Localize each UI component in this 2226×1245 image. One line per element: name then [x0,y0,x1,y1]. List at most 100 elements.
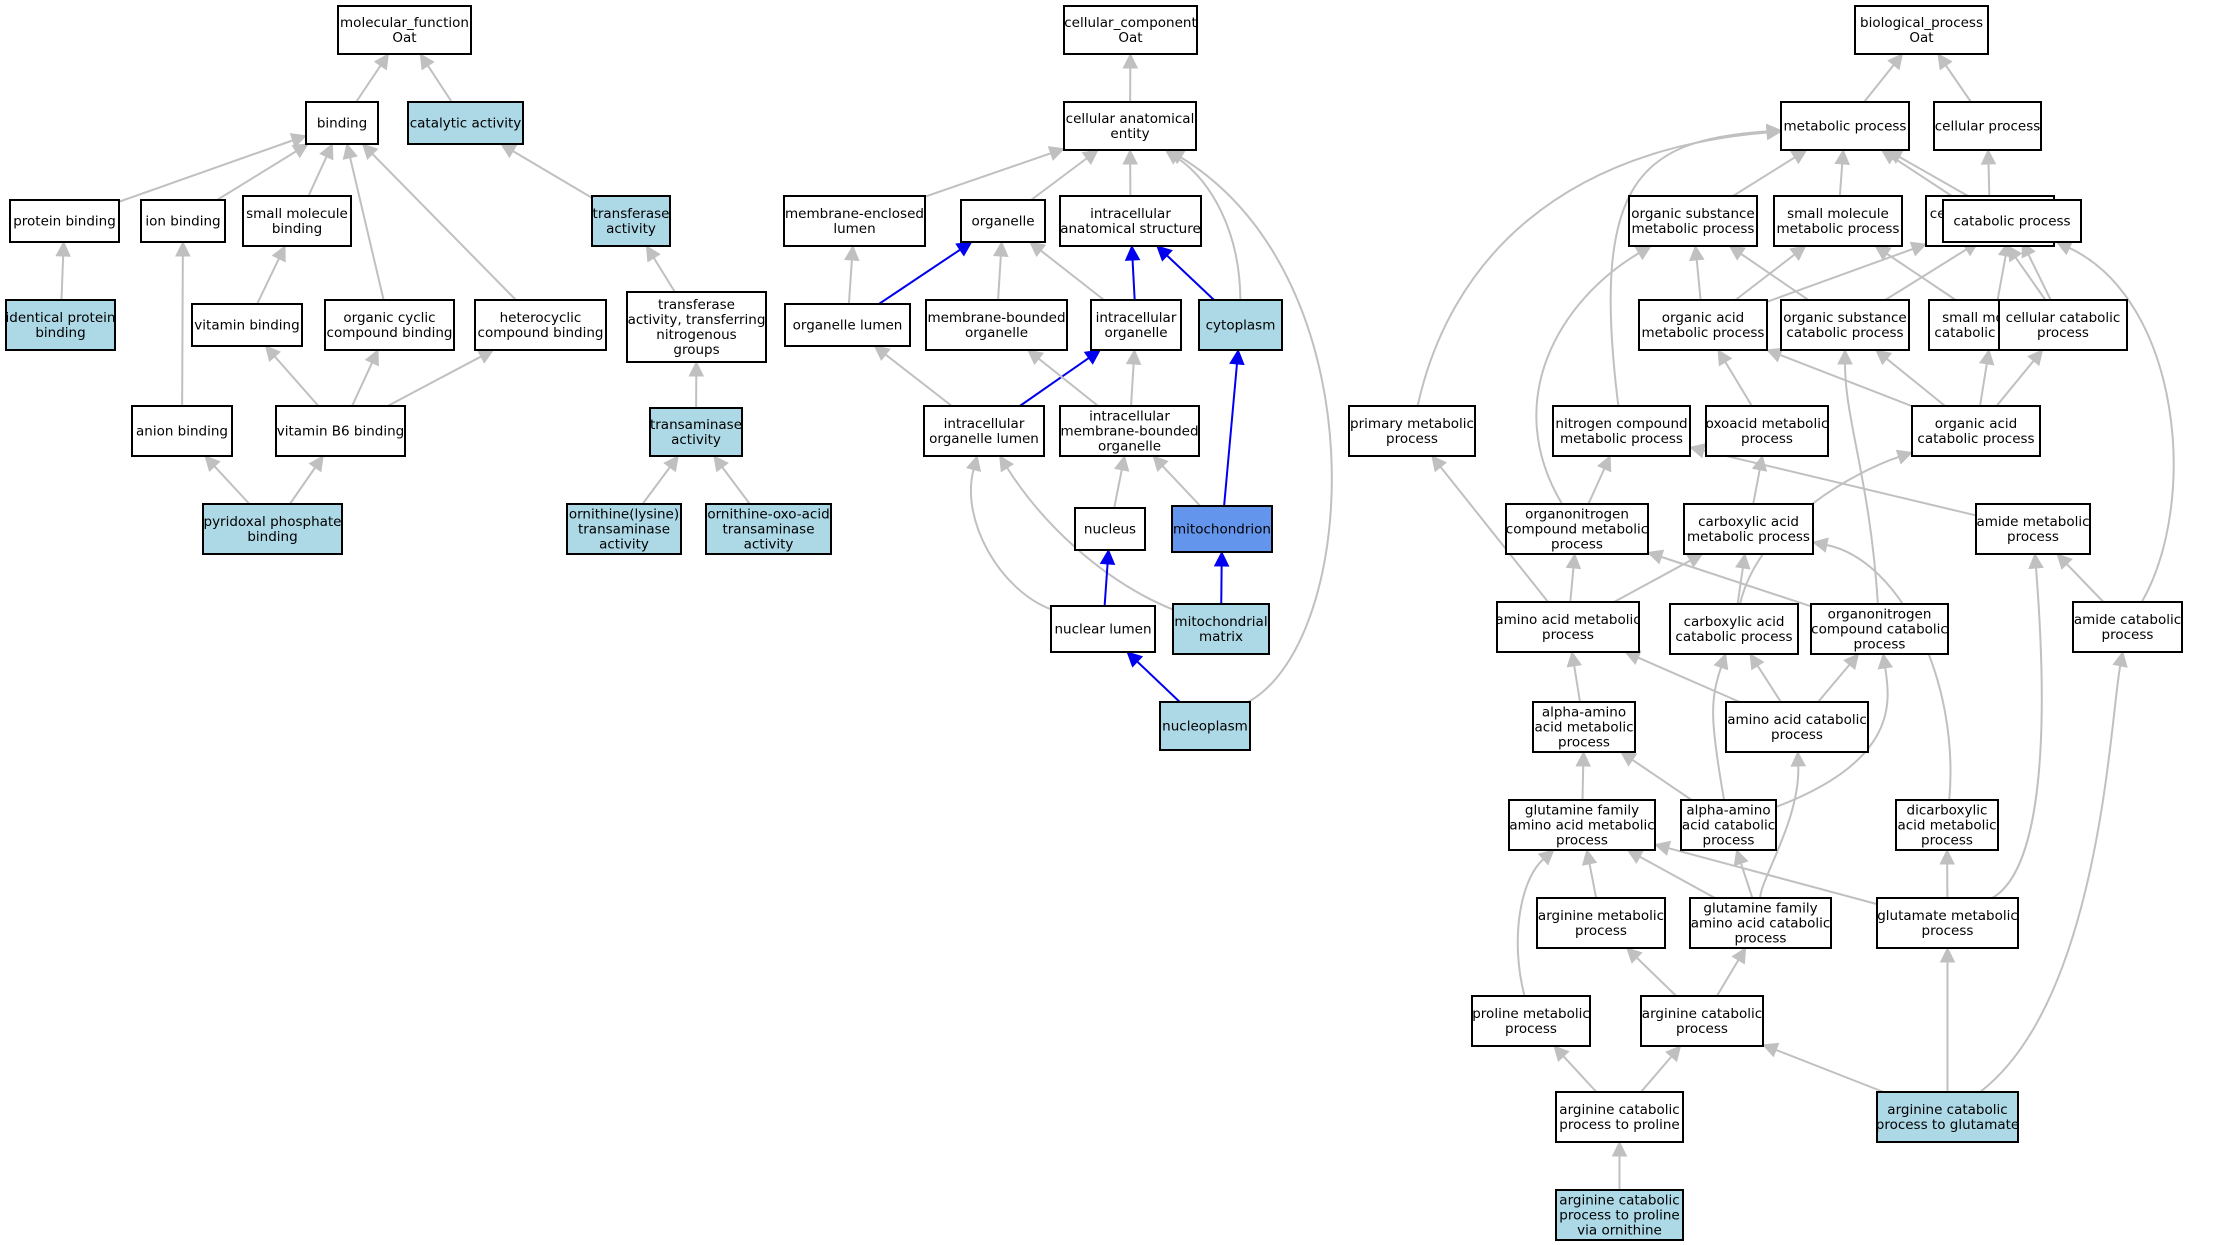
node-box [1810,603,1949,655]
edge-line [1569,567,1575,603]
term-node-cellular_proc[interactable]: cellular process [1933,101,2042,151]
arrowhead [1611,1140,1628,1157]
edge-line [2014,256,2047,301]
node-box [1876,1091,2019,1143]
node-label: process [1741,431,1793,447]
edge-line [1609,130,1768,407]
term-node-catabolic[interactable]: catabolic process [1942,199,2082,243]
edge-alpha_aa_cat-to-alpha_aa_met [1619,751,1693,801]
edge-line [1979,665,2122,1093]
term-node-binding[interactable]: binding [305,101,379,145]
edge-line [1817,664,1851,703]
node-label: binding [35,325,85,341]
node-box [1508,799,1656,851]
term-node-protein_binding[interactable]: protein binding [9,199,120,243]
term-node-org_lumen[interactable]: organelle lumen [784,303,911,347]
term-node-vitamin_binding[interactable]: vitamin binding [191,303,303,347]
term-node-cytoplasm[interactable]: cytoplasm [1198,299,1283,351]
term-node-metabolic[interactable]: metabolic process [1780,101,1910,151]
edge-org_lumen-to-mem_lumen [844,244,860,305]
edge-transferase-to-catalytic [500,143,593,199]
edge-organic_cyclic-to-binding [342,142,385,301]
term-node-nuc_lumen[interactable]: nuclear lumen [1050,605,1156,653]
node-box [1998,299,2128,351]
node-label: membrane-bounded [927,310,1065,326]
term-node-organelle[interactable]: organelle [960,199,1046,243]
node-label: activity [606,221,656,237]
term-node-nucleus[interactable]: nucleus [1074,507,1146,551]
term-node-catalytic[interactable]: catalytic activity [407,101,524,145]
term-node-nucleoplasm[interactable]: nucleoplasm [1159,701,1251,751]
node-label: transaminase [722,522,814,538]
node-box [1063,101,1197,151]
edge-line [641,466,671,505]
term-node-vitb6[interactable]: vitamin B6 binding [275,405,406,457]
node-label: process [1386,431,1438,447]
node-label: amino acid catabolic [1727,712,1867,728]
node-label: carboxylic acid [1684,614,1785,630]
term-node-anion_binding[interactable]: anion binding [131,405,233,457]
node-label: via ornithine [1577,1223,1662,1239]
term-node-ion_binding[interactable]: ion binding [140,199,226,243]
term-node-mito[interactable]: mitochondrion [1171,505,1273,553]
edge-line [1613,559,1691,603]
node-label: arginine catabolic [1887,1102,2007,1118]
edge-nucleoplasm-to-nuc_lumen [1126,651,1181,703]
edge-oxoacid_met-to-org_acid_met [1717,349,1753,407]
node-label: nitrogen compound [1555,416,1687,432]
node-label: identical protein [6,310,116,326]
node-box [1496,601,1640,653]
edge-org_acid_cat-to-org_sub_cat [1875,349,1946,407]
